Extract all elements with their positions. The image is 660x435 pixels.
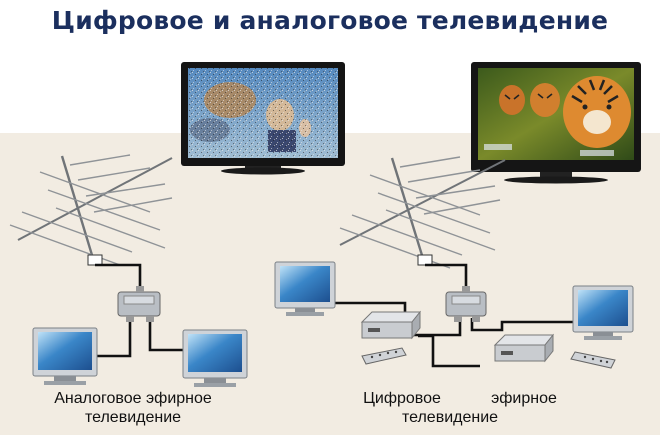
analog-tv-display xyxy=(181,62,345,175)
set-top-box-icon xyxy=(360,310,422,340)
splitter-icon xyxy=(445,286,487,322)
analog-caption-line1: Аналоговое эфирное xyxy=(54,390,212,407)
tv-monitor-icon xyxy=(32,327,98,385)
antenna-icon xyxy=(9,154,173,266)
tv-monitor-icon xyxy=(182,329,248,387)
digital-caption-word1: Цифровое xyxy=(363,390,441,407)
splitter-icon xyxy=(117,286,161,322)
antenna-icon xyxy=(339,156,506,269)
remote-control-icon xyxy=(361,347,407,365)
digital-caption-line2: телевидение xyxy=(401,409,499,426)
set-top-box-icon xyxy=(493,333,555,363)
page-title: Цифровое и аналоговое телевидение xyxy=(51,6,609,35)
tv-monitor-icon xyxy=(274,261,336,316)
digital-tv-display xyxy=(471,62,641,184)
analog-caption-line2: телевидение xyxy=(84,409,182,426)
digital-caption-word2: эфирное xyxy=(491,390,557,407)
tv-monitor-icon xyxy=(572,285,634,340)
remote-control-icon xyxy=(570,351,616,369)
